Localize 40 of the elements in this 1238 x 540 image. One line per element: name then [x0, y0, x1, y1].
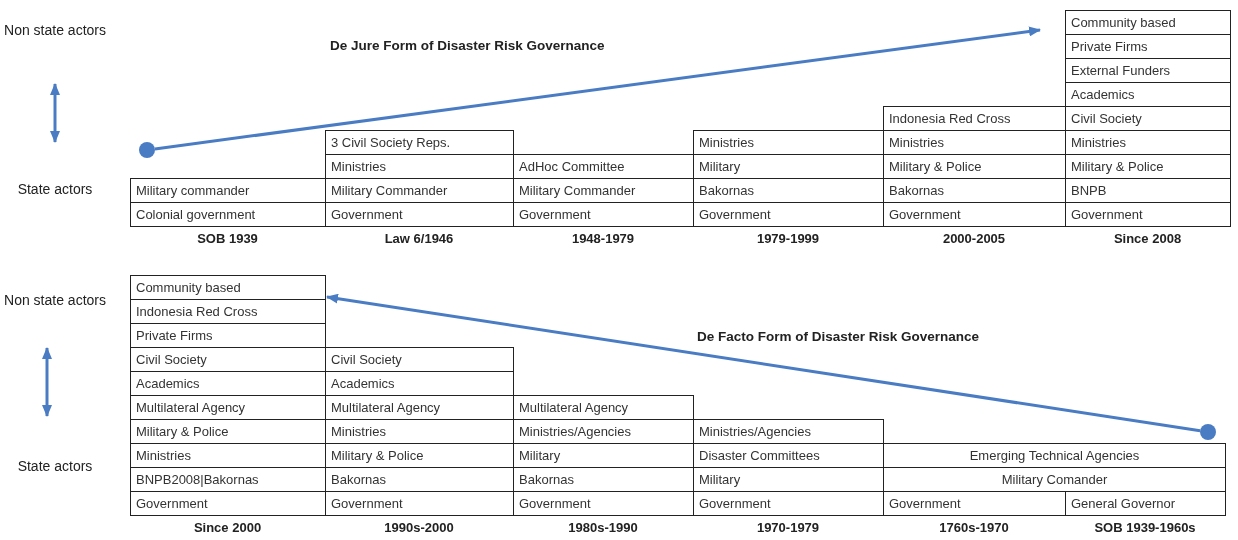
axis-label: Non state actors — [3, 292, 107, 308]
period-label: SOB 1939-1960s — [1093, 520, 1197, 535]
start-dot — [1200, 424, 1216, 440]
arrow-caption: De Jure Form of Disaster Risk Governance — [330, 38, 605, 53]
arrow — [154, 26, 1041, 151]
table-cell: Multilateral Agency — [513, 395, 694, 420]
arrow — [326, 293, 1201, 433]
period-label: 1948-1979 — [570, 231, 636, 246]
table-cell: Ministries/Agencies — [693, 419, 884, 444]
table-cell: Military commander — [130, 178, 326, 203]
period-label: Law 6/1946 — [383, 231, 455, 246]
table-cell: Ministries — [693, 130, 884, 155]
axis-label: State actors — [16, 458, 94, 474]
period-label: SOB 1939 — [196, 231, 259, 246]
table-cell: Private Firms — [1065, 34, 1231, 59]
table-cell: Government — [1065, 202, 1231, 227]
table-cell: Civil Society — [325, 347, 514, 372]
table-cell: Private Firms — [130, 323, 326, 348]
period-label: 1970-1979 — [755, 520, 821, 535]
axis-label: State actors — [16, 181, 94, 197]
axis-label: Non state actors — [3, 22, 107, 38]
arrow-caption: De Facto Form of Disaster Risk Governance — [697, 329, 980, 344]
period-label: 1980s-1990 — [567, 520, 639, 535]
period-label: 1979-1999 — [755, 231, 821, 246]
table-cell: Community based — [1065, 10, 1231, 35]
table-cell: 3 Civil Society Reps. — [325, 130, 514, 155]
table-cell: Community based — [130, 275, 326, 300]
period-label: Since 2008 — [1112, 231, 1183, 246]
table-cell: External Funders — [1065, 58, 1231, 83]
table-cell: Colonial government — [130, 202, 326, 227]
table-cell: Academics — [1065, 82, 1231, 107]
period-label: 1990s-2000 — [383, 520, 455, 535]
table-cell: General Governor — [1065, 491, 1226, 516]
period-label: Since 2000 — [192, 520, 263, 535]
table-cell: Indonesia Red Cross — [883, 106, 1066, 131]
start-dot — [139, 142, 155, 158]
period-label: 1760s-1970 — [938, 520, 1010, 535]
table-cell: Emerging Technical Agencies — [883, 443, 1226, 468]
period-label: 2000-2005 — [941, 231, 1007, 246]
table-cell: Government — [130, 491, 326, 516]
